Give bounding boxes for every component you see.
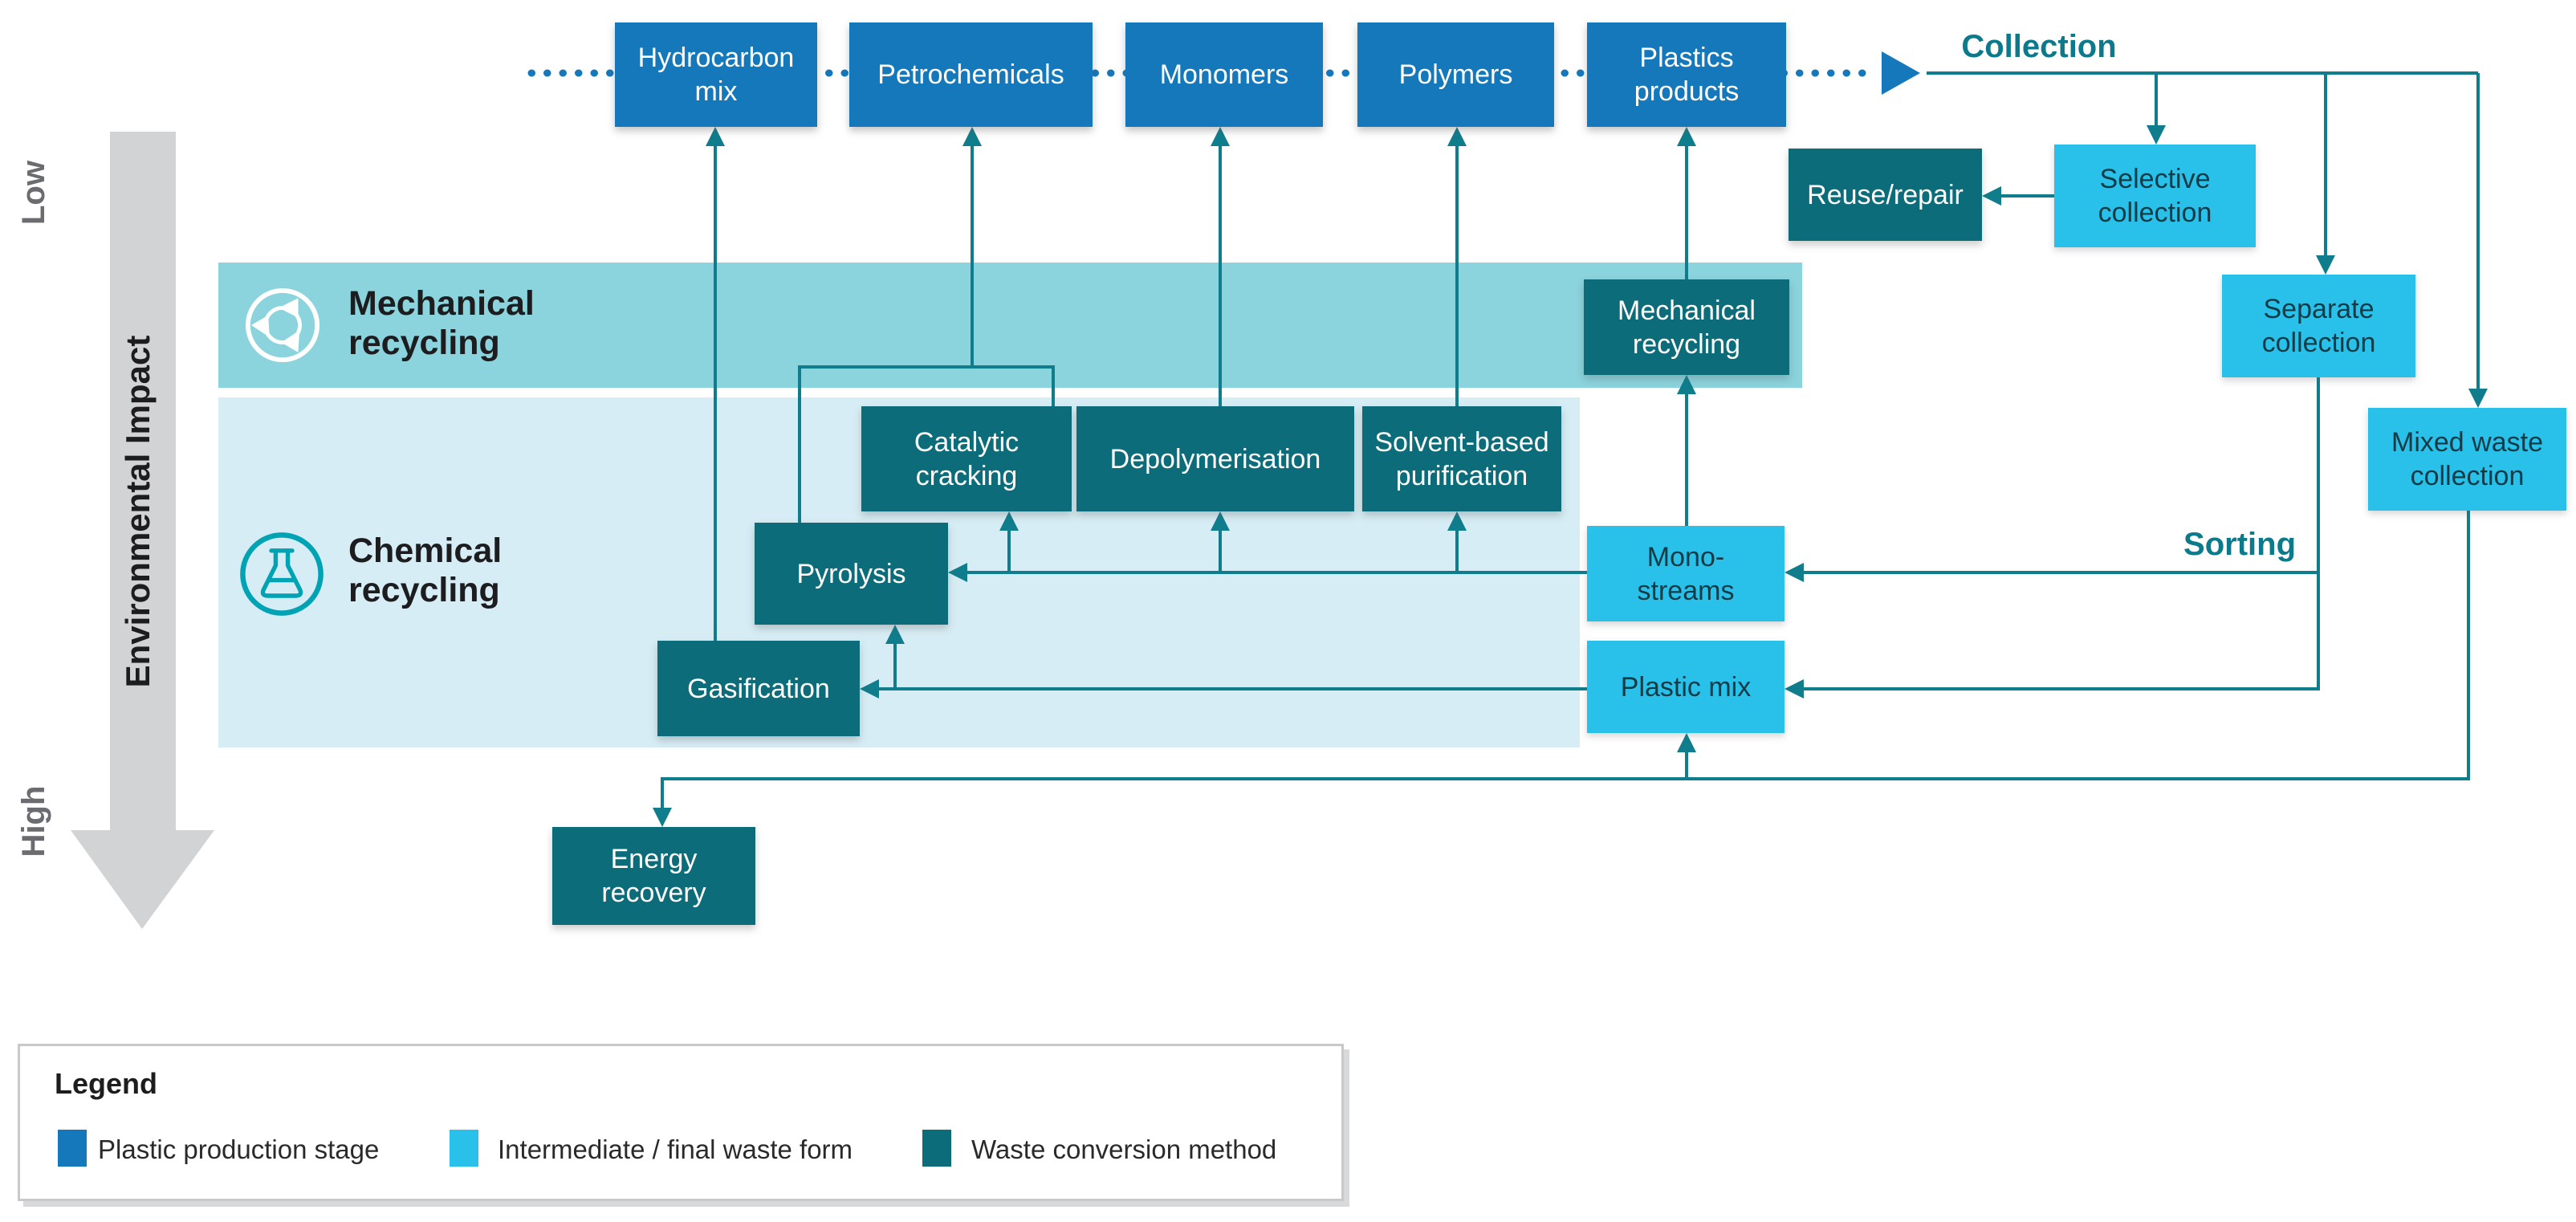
box-polymers: Polymers [1357,22,1554,127]
box-pyrolysis: Pyrolysis [755,523,948,625]
box-energy-recovery: Energy recovery [552,827,755,925]
flask-icon [238,531,325,621]
mechanical-recycling-band-label: Mechanical recycling [348,284,535,362]
box-depolymerisation: Depolymerisation [1076,406,1354,511]
pyrolysis-bracket-line [798,365,1055,523]
box-hydrocarbon-mix: Hydrocarbon mix [615,22,817,127]
box-catalytic-cracking: Catalytic cracking [861,406,1072,511]
legend: Legend Plastic production stage Intermed… [18,1044,1344,1201]
legend-label-conversion-method: Waste conversion method [971,1134,1277,1164]
production-chain-arrowhead-icon [1882,51,1920,95]
box-separate-collection: Separate collection [2222,275,2415,377]
legend-swatch-production-stage [58,1130,87,1167]
legend-swatch-conversion-method [922,1130,951,1167]
chemical-recycling-band-label: Chemical recycling [348,532,503,609]
environmental-impact-arrow [71,132,214,929]
teal-connectors [653,71,2488,827]
recycle-icon [243,286,322,369]
box-mechanical-recycling: Mechanical recycling [1584,279,1789,375]
legend-swatch-waste-form [450,1130,478,1167]
legend-label-waste-form: Intermediate / final waste form [498,1134,853,1164]
box-reuse-repair: Reuse/repair [1789,149,1982,241]
legend-label-production-stage: Plastic production stage [98,1134,380,1164]
box-monomers: Monomers [1125,22,1323,127]
box-mixed-waste-collection: Mixed waste collection [2368,408,2566,511]
sorting-label: Sorting [2183,527,2296,562]
collection-label: Collection [1961,29,2117,64]
impact-high-label: High [16,785,51,857]
mixedwaste-to-energy-line [653,511,2470,827]
box-mono-streams: Mono- streams [1587,526,1784,621]
separate-to-plasticmix-line [1784,377,2320,699]
box-petrochemicals: Petrochemicals [849,22,1093,127]
box-selective-collection: Selective collection [2054,145,2256,247]
legend-title: Legend [55,1067,158,1100]
box-plastics-products: Plastics products [1587,22,1786,127]
box-gasification: Gasification [657,641,860,736]
impact-axis-title: Environmental Impact [119,335,157,688]
impact-low-label: Low [16,161,51,225]
box-plastic-mix: Plastic mix [1587,641,1784,733]
box-solvent-based-purification: Solvent-based purification [1362,406,1561,511]
